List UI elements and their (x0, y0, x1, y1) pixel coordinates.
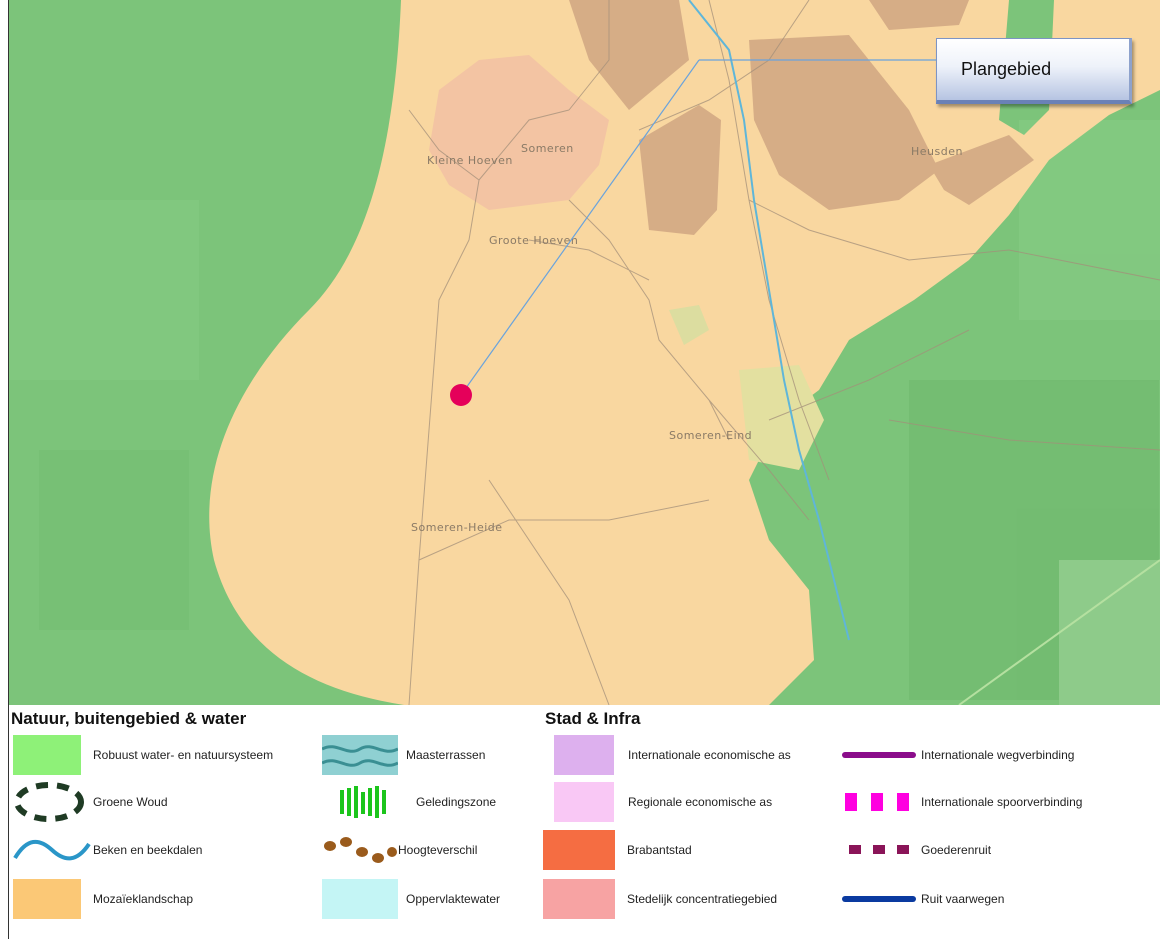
wavy-teal-band-icon (322, 735, 398, 775)
legend-item-int-econ-as: Internationale economische as (552, 735, 791, 775)
blue-wave-line-icon (13, 839, 91, 861)
plangebied-callout[interactable]: Plangebied (936, 38, 1132, 104)
magenta-dash-line-icon (845, 793, 909, 811)
industry-area-west (639, 105, 721, 235)
legend-item-groene-woud: Groene Woud (13, 782, 168, 822)
plangebied-marker[interactable] (450, 384, 472, 406)
green-line-diagonal (958, 559, 1160, 705)
place-label-someren: Someren (521, 142, 574, 155)
light-green-patch-1 (739, 365, 824, 470)
legend-item-geledingszone: Geledingszone (332, 782, 496, 822)
place-label-someren-heide: Someren-Heide (411, 521, 503, 534)
dashed-dark-ellipse-icon (14, 782, 84, 822)
legend-item-beken: Beken en beekdalen (13, 830, 202, 870)
purple-road-line-icon (842, 752, 916, 758)
legend-item-ruit-vaarwegen: Ruit vaarwegen (841, 879, 1004, 919)
legend-item-robuust: Robuust water- en natuursysteem (13, 735, 273, 775)
legend-item-maasterrassen: Maasterrassen (322, 735, 485, 775)
place-label-heusden: Heusden (911, 145, 963, 158)
light-green-patch-2 (669, 305, 709, 345)
legend-item-reg-econ-as: Regionale economische as (552, 782, 772, 822)
legend-title-nature: Natuur, buitengebied & water (11, 709, 247, 728)
place-label-someren-eind: Someren-Eind (669, 429, 752, 442)
orange-rectangle-icon (543, 830, 615, 870)
legend-item-stedelijk: Stedelijk concentratiegebied (543, 879, 777, 919)
stream-line (688, 0, 850, 641)
callout-label: Plangebied (961, 59, 1052, 79)
legend-item-int-wegverbinding: Internationale wegverbinding (841, 735, 1074, 775)
maroon-dash-line-icon (849, 845, 909, 854)
industry-area-top (869, 0, 969, 30)
salmon-rectangle-icon (543, 879, 615, 919)
lilac-rectangle-icon (554, 735, 614, 775)
pink-rectangle-icon (554, 782, 614, 822)
legend: Natuur, buitengebied & water Stad & Infr… (9, 705, 1160, 939)
place-label-groote-hoeven: Groote Hoeven (489, 234, 578, 247)
legend-title-city: Stad & Infra (545, 709, 641, 728)
legend-item-hoogteverschil: Hoogteverschil (322, 830, 477, 870)
nature-texture (9, 120, 1160, 705)
road-network (408, 0, 1160, 705)
legend-item-int-spoorverbinding: Internationale spoorverbinding (841, 782, 1082, 822)
brown-blob-line-icon (324, 837, 397, 863)
industry-area-east (929, 135, 1034, 205)
industry-area-north (569, 0, 689, 110)
light-cyan-rectangle-icon (322, 879, 398, 919)
green-striped-shape-icon (340, 786, 386, 818)
industry-area-heusden (749, 35, 939, 210)
legend-item-goederenruit: Goederenruit (841, 830, 991, 870)
green-rectangle-icon (13, 735, 81, 775)
legend-item-oppervlaktewater: Oppervlaktewater (322, 879, 500, 919)
legend-item-mozaiek: Mozaïeklandschap (13, 879, 193, 919)
orange-yellow-rectangle-icon (13, 879, 81, 919)
place-label-kleine-hoeven: Kleine Hoeven (427, 154, 513, 167)
callout-leader-line-1 (460, 59, 700, 396)
blue-waterway-line-icon (842, 896, 916, 902)
legend-item-brabantstad: Brabantstad (543, 830, 692, 870)
